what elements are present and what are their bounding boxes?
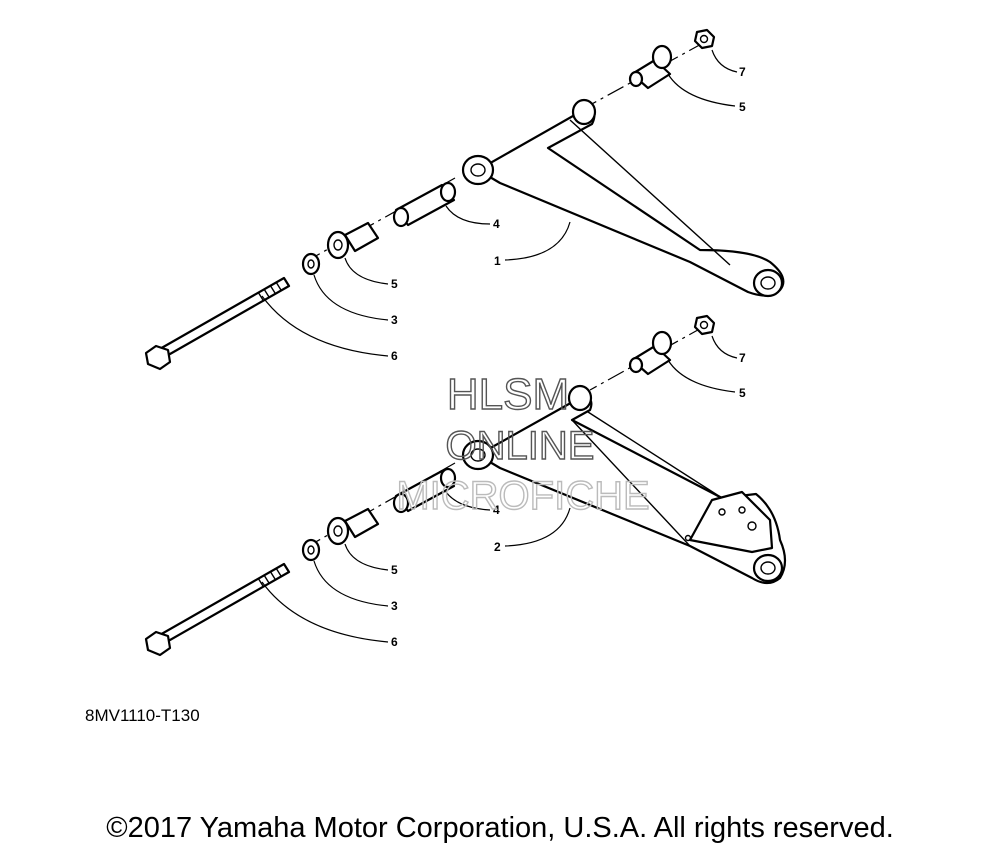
lower-a-arm-part-2 (461, 384, 787, 585)
watermark: HLSM ONLINE MICROFICHE (396, 369, 651, 518)
lower-nut-part-7 (693, 314, 716, 336)
upper-collar-part-4 (392, 181, 457, 228)
lower-washer-part-3 (301, 538, 321, 562)
lower-a-arm-assembly: 7 5 4 2 5 3 6 (144, 314, 787, 657)
watermark-line-2: ONLINE (446, 424, 595, 468)
callout-upper-3: 3 (391, 313, 398, 327)
upper-nut-part-7 (693, 28, 716, 50)
callout-upper-4: 4 (493, 217, 500, 231)
upper-bolt-part-6 (144, 276, 291, 371)
callout-lower-5-left: 5 (391, 563, 398, 577)
callout-upper-7: 7 (739, 65, 746, 79)
callout-upper-1: 1 (494, 254, 501, 268)
lower-bushing-left-part-5 (326, 507, 380, 546)
upper-bushing-right-part-5 (628, 44, 673, 90)
upper-a-arm-part-1 (461, 98, 785, 298)
callout-lower-4: 4 (493, 503, 500, 517)
lower-bolt-part-6 (144, 562, 291, 657)
watermark-line-3: MICROFICHE (396, 474, 649, 518)
copyright-notice: ©2017 Yamaha Motor Corporation, U.S.A. A… (106, 812, 894, 844)
drawing-code-label: 8MV1110-T130 (85, 706, 200, 725)
callout-lower-7: 7 (739, 351, 746, 365)
callout-lower-5-right: 5 (739, 386, 746, 400)
callout-lower-3: 3 (391, 599, 398, 613)
lower-collar-part-4 (392, 467, 457, 514)
upper-bushing-left-part-5 (326, 221, 380, 260)
callout-lower-6: 6 (391, 635, 398, 649)
callout-upper-5-right: 5 (739, 100, 746, 114)
watermark-line-1: HLSM (447, 370, 569, 419)
lower-bushing-right-part-5 (628, 330, 673, 376)
upper-a-arm-assembly: 7 5 4 1 5 3 6 (144, 28, 785, 371)
upper-washer-part-3 (301, 252, 321, 276)
callout-upper-6: 6 (391, 349, 398, 363)
callout-lower-2: 2 (494, 540, 501, 554)
callout-upper-5-left: 5 (391, 277, 398, 291)
